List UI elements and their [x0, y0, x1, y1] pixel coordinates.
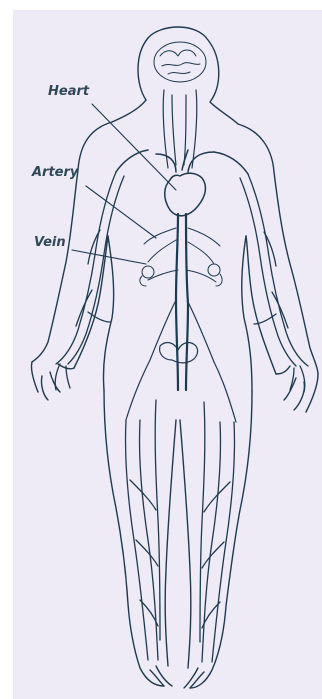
- right-leg-inner: [180, 420, 191, 668]
- right-leg-vessels: [200, 402, 235, 662]
- artery-leader-line: [86, 186, 156, 238]
- brain: [154, 42, 206, 82]
- torso-branches: [140, 228, 222, 286]
- right-hand: [276, 366, 318, 412]
- heart-label: Heart: [48, 84, 89, 99]
- left-leg-inner: [165, 420, 176, 666]
- hair-left: [112, 100, 146, 122]
- left-leg-vessels: [125, 400, 160, 660]
- right-waist: [242, 236, 252, 392]
- head-outline: [138, 27, 238, 124]
- artery-label: Artery: [32, 165, 78, 180]
- vein-label: Vein: [34, 235, 66, 250]
- heart-organ: [116, 150, 248, 216]
- pelvic-vessels: [126, 300, 236, 422]
- body-outline: [31, 27, 318, 688]
- label-leaders: [72, 104, 176, 264]
- vein-leader-line: [72, 250, 146, 264]
- central-vessels: [176, 214, 188, 390]
